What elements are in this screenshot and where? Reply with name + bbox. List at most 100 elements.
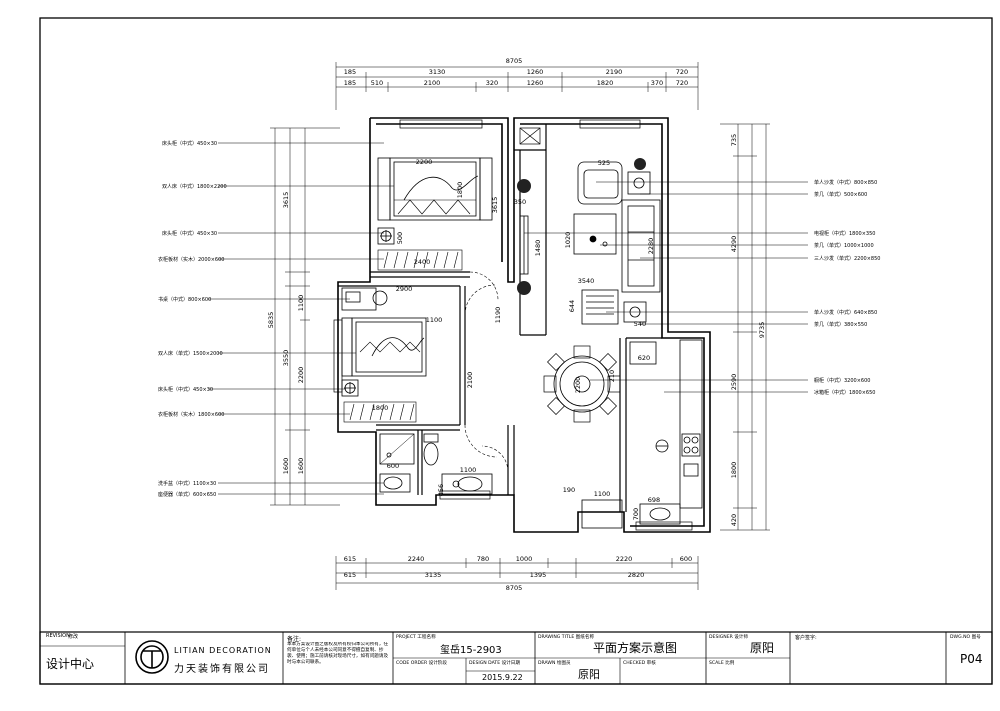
dim-int-19: 620 <box>638 354 650 362</box>
designer-label: DESIGNER 设计师 <box>709 635 749 640</box>
dim-bot-r1-5: 600 <box>680 555 692 563</box>
anno-right-1: 茶几（单式）500×600 <box>814 191 867 198</box>
dim-right-outer: 9735 <box>758 322 766 339</box>
anno-left-7: 衣柜板材（实木）1800×600 <box>158 411 224 418</box>
checked-label: CHECKED 审核 <box>623 661 656 666</box>
dim-top-r1-3: 2190 <box>606 68 623 76</box>
company-name-en: LITIAN DECORATION <box>174 646 272 655</box>
nightstand-master <box>377 227 395 245</box>
dim-int-4: 2400 <box>414 258 431 266</box>
notes-label: 备注: <box>287 636 302 643</box>
dim-int-21: 456 <box>437 484 445 496</box>
coffee-table <box>573 213 617 255</box>
dwg-no-value: P04 <box>960 652 983 666</box>
fridge <box>629 341 669 453</box>
client-signature-label: 客户签字: <box>795 635 817 641</box>
dim-int-23: 190 <box>563 486 575 494</box>
anno-left-5: 双人床（单式）1500×2000 <box>158 350 223 357</box>
dim-right-1: 4290 <box>730 236 738 253</box>
dim-int-12: 3540 <box>578 277 595 285</box>
drawing-title-value: 平面方案示意图 <box>593 641 678 655</box>
windows <box>333 119 693 531</box>
dim-left2-0: 1100 <box>297 295 305 312</box>
drawing-title-label: DRAWING TITLE 图纸名称 <box>538 635 595 640</box>
floor-plan <box>208 62 808 590</box>
dim-left-1: 3550 <box>282 350 290 367</box>
anno-right-5: 单人沙发（中式）640×850 <box>814 309 877 316</box>
dim-int-24: 1100 <box>594 490 611 498</box>
wardrobe-master <box>377 249 463 271</box>
dim-int-9: 1480 <box>534 240 542 257</box>
dim-top-r2-1: 510 <box>371 79 383 87</box>
date-value: 2015.9.22 <box>482 673 523 682</box>
dimension-lines <box>270 62 770 590</box>
dim-left-outer: 5835 <box>267 312 275 329</box>
dim-int-17: 2100 <box>466 372 474 389</box>
dim-top-r2-7: 720 <box>676 79 688 87</box>
basin-main <box>441 473 493 495</box>
second-bed <box>341 317 427 377</box>
dim-int-5: 2900 <box>396 285 413 293</box>
dim-int-16: 1190 <box>494 307 502 324</box>
date-label: DESIGN DATE 设计日期 <box>469 661 520 666</box>
nightstand-second <box>341 379 359 397</box>
dim-bot-r2-1: 3135 <box>425 571 442 579</box>
dim-right-3: 1800 <box>730 462 738 479</box>
leader-lines <box>208 142 808 495</box>
scale-label: SCALE 比例 <box>709 661 735 666</box>
anno-right-8: 冰箱柜（中式）1800×650 <box>814 389 875 396</box>
notes-text: 本本方案设计图之版权及所有权归本公司所有，任何单位与个人未经本公司同意不得擅自复… <box>287 642 389 665</box>
drawn-label: DRAWN 绘图员 <box>538 661 571 666</box>
dim-bot-r1-3: 1000 <box>516 555 533 563</box>
dim-int-8: 350 <box>514 198 526 206</box>
dim-int-15: 525 <box>598 159 610 167</box>
dim-int-0: 2200 <box>416 158 433 166</box>
dim-int-27: 210 <box>608 370 616 382</box>
dim-top-r2-6: 370 <box>651 79 663 87</box>
dim-int-11: 2280 <box>647 238 655 255</box>
anno-left-4: 书桌（中式）800×600 <box>158 296 211 303</box>
dim-int-3: 500 <box>396 232 404 244</box>
master-bed <box>377 157 493 221</box>
annotations: 床头柜（中式）450×30 双人床（中式）1800×2200 床头柜（中式）45… <box>158 140 880 498</box>
dim-left-2: 1600 <box>282 458 290 475</box>
dim-int-20: 600 <box>387 462 399 470</box>
basin-left <box>379 473 411 493</box>
code-label: CODE ORDER 设计阶段 <box>396 661 447 666</box>
dim-bot-r1-1: 2240 <box>408 555 425 563</box>
dim-top-r1-0: 185 <box>344 68 356 76</box>
design-center: 设计中心 <box>46 657 95 671</box>
company-logo <box>135 640 169 674</box>
anno-left-8: 洗手盆（中式）1100×30 <box>158 480 216 487</box>
anno-right-7: 橱柜（中式）3200×600 <box>814 377 870 384</box>
anno-left-0: 床头柜（中式）450×30 <box>162 140 217 147</box>
dim-int-25: 698 <box>648 496 660 504</box>
anno-left-1: 双人床（中式）1800×2200 <box>162 183 227 190</box>
anno-right-3: 茶几（单式）1000×1000 <box>814 242 874 249</box>
tv-cabinet <box>519 215 529 275</box>
dim-int-13: 644 <box>568 300 576 312</box>
dim-right-2: 2590 <box>730 374 738 391</box>
anno-left-2: 床头柜（中式）450×30 <box>162 230 217 237</box>
dim-bot-r1-0: 615 <box>344 555 356 563</box>
anno-right-6: 茶几（单式）380×550 <box>814 321 867 328</box>
dim-top-r1-2: 1260 <box>527 68 544 76</box>
dim-bot-r2-3: 2820 <box>628 571 645 579</box>
drawn-value: 原阳 <box>578 668 600 681</box>
dim-bot-r1-4: 2220 <box>616 555 633 563</box>
dim-left2-1: 2200 <box>297 367 305 384</box>
project-value: 玺岳15-2903 <box>440 645 502 656</box>
revision-label: REVISION <box>46 633 70 639</box>
wardrobe-second <box>343 401 417 423</box>
dim-left2-2: 1600 <box>297 458 305 475</box>
dim-right-0: 735 <box>730 134 738 146</box>
dim-int-18: 2200 <box>574 377 582 394</box>
dim-int-10: 1020 <box>564 232 572 249</box>
dim-int-26: 700 <box>632 508 640 520</box>
shower <box>379 433 415 465</box>
revision-value: 修改 <box>68 634 79 640</box>
dim-bot-r2-2: 1395 <box>530 571 547 579</box>
dimension-labels: 8705 185 3130 1260 2190 720 185 510 2100… <box>267 57 766 592</box>
